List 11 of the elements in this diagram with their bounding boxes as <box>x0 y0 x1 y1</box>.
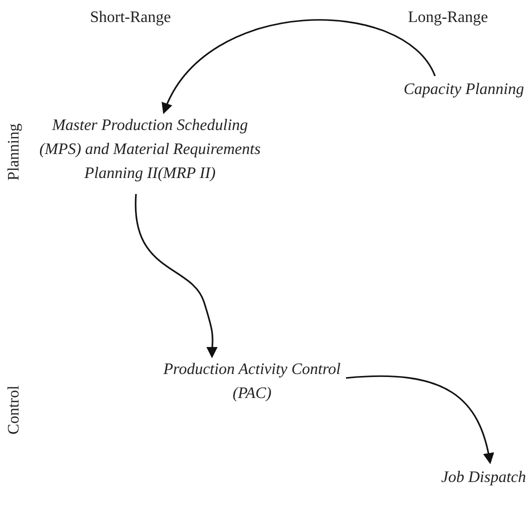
level-label: Control <box>4 386 24 434</box>
curved-arrow <box>135 194 218 358</box>
process-label: Capacity Planning <box>356 78 524 102</box>
process-label: Master Production Scheduling (MPS) and Material Requirements Planning II(MRP II) <box>36 114 264 190</box>
process-label: Job Dispatch <box>408 466 526 490</box>
curved-arrow <box>162 19 436 114</box>
curved-arrow <box>346 376 494 464</box>
axis-label: Short-Range <box>90 8 171 28</box>
process-label: Production Activity Control (PAC) <box>160 358 344 410</box>
level-label: Planning <box>4 124 24 180</box>
axis-label: Long-Range <box>408 8 488 28</box>
